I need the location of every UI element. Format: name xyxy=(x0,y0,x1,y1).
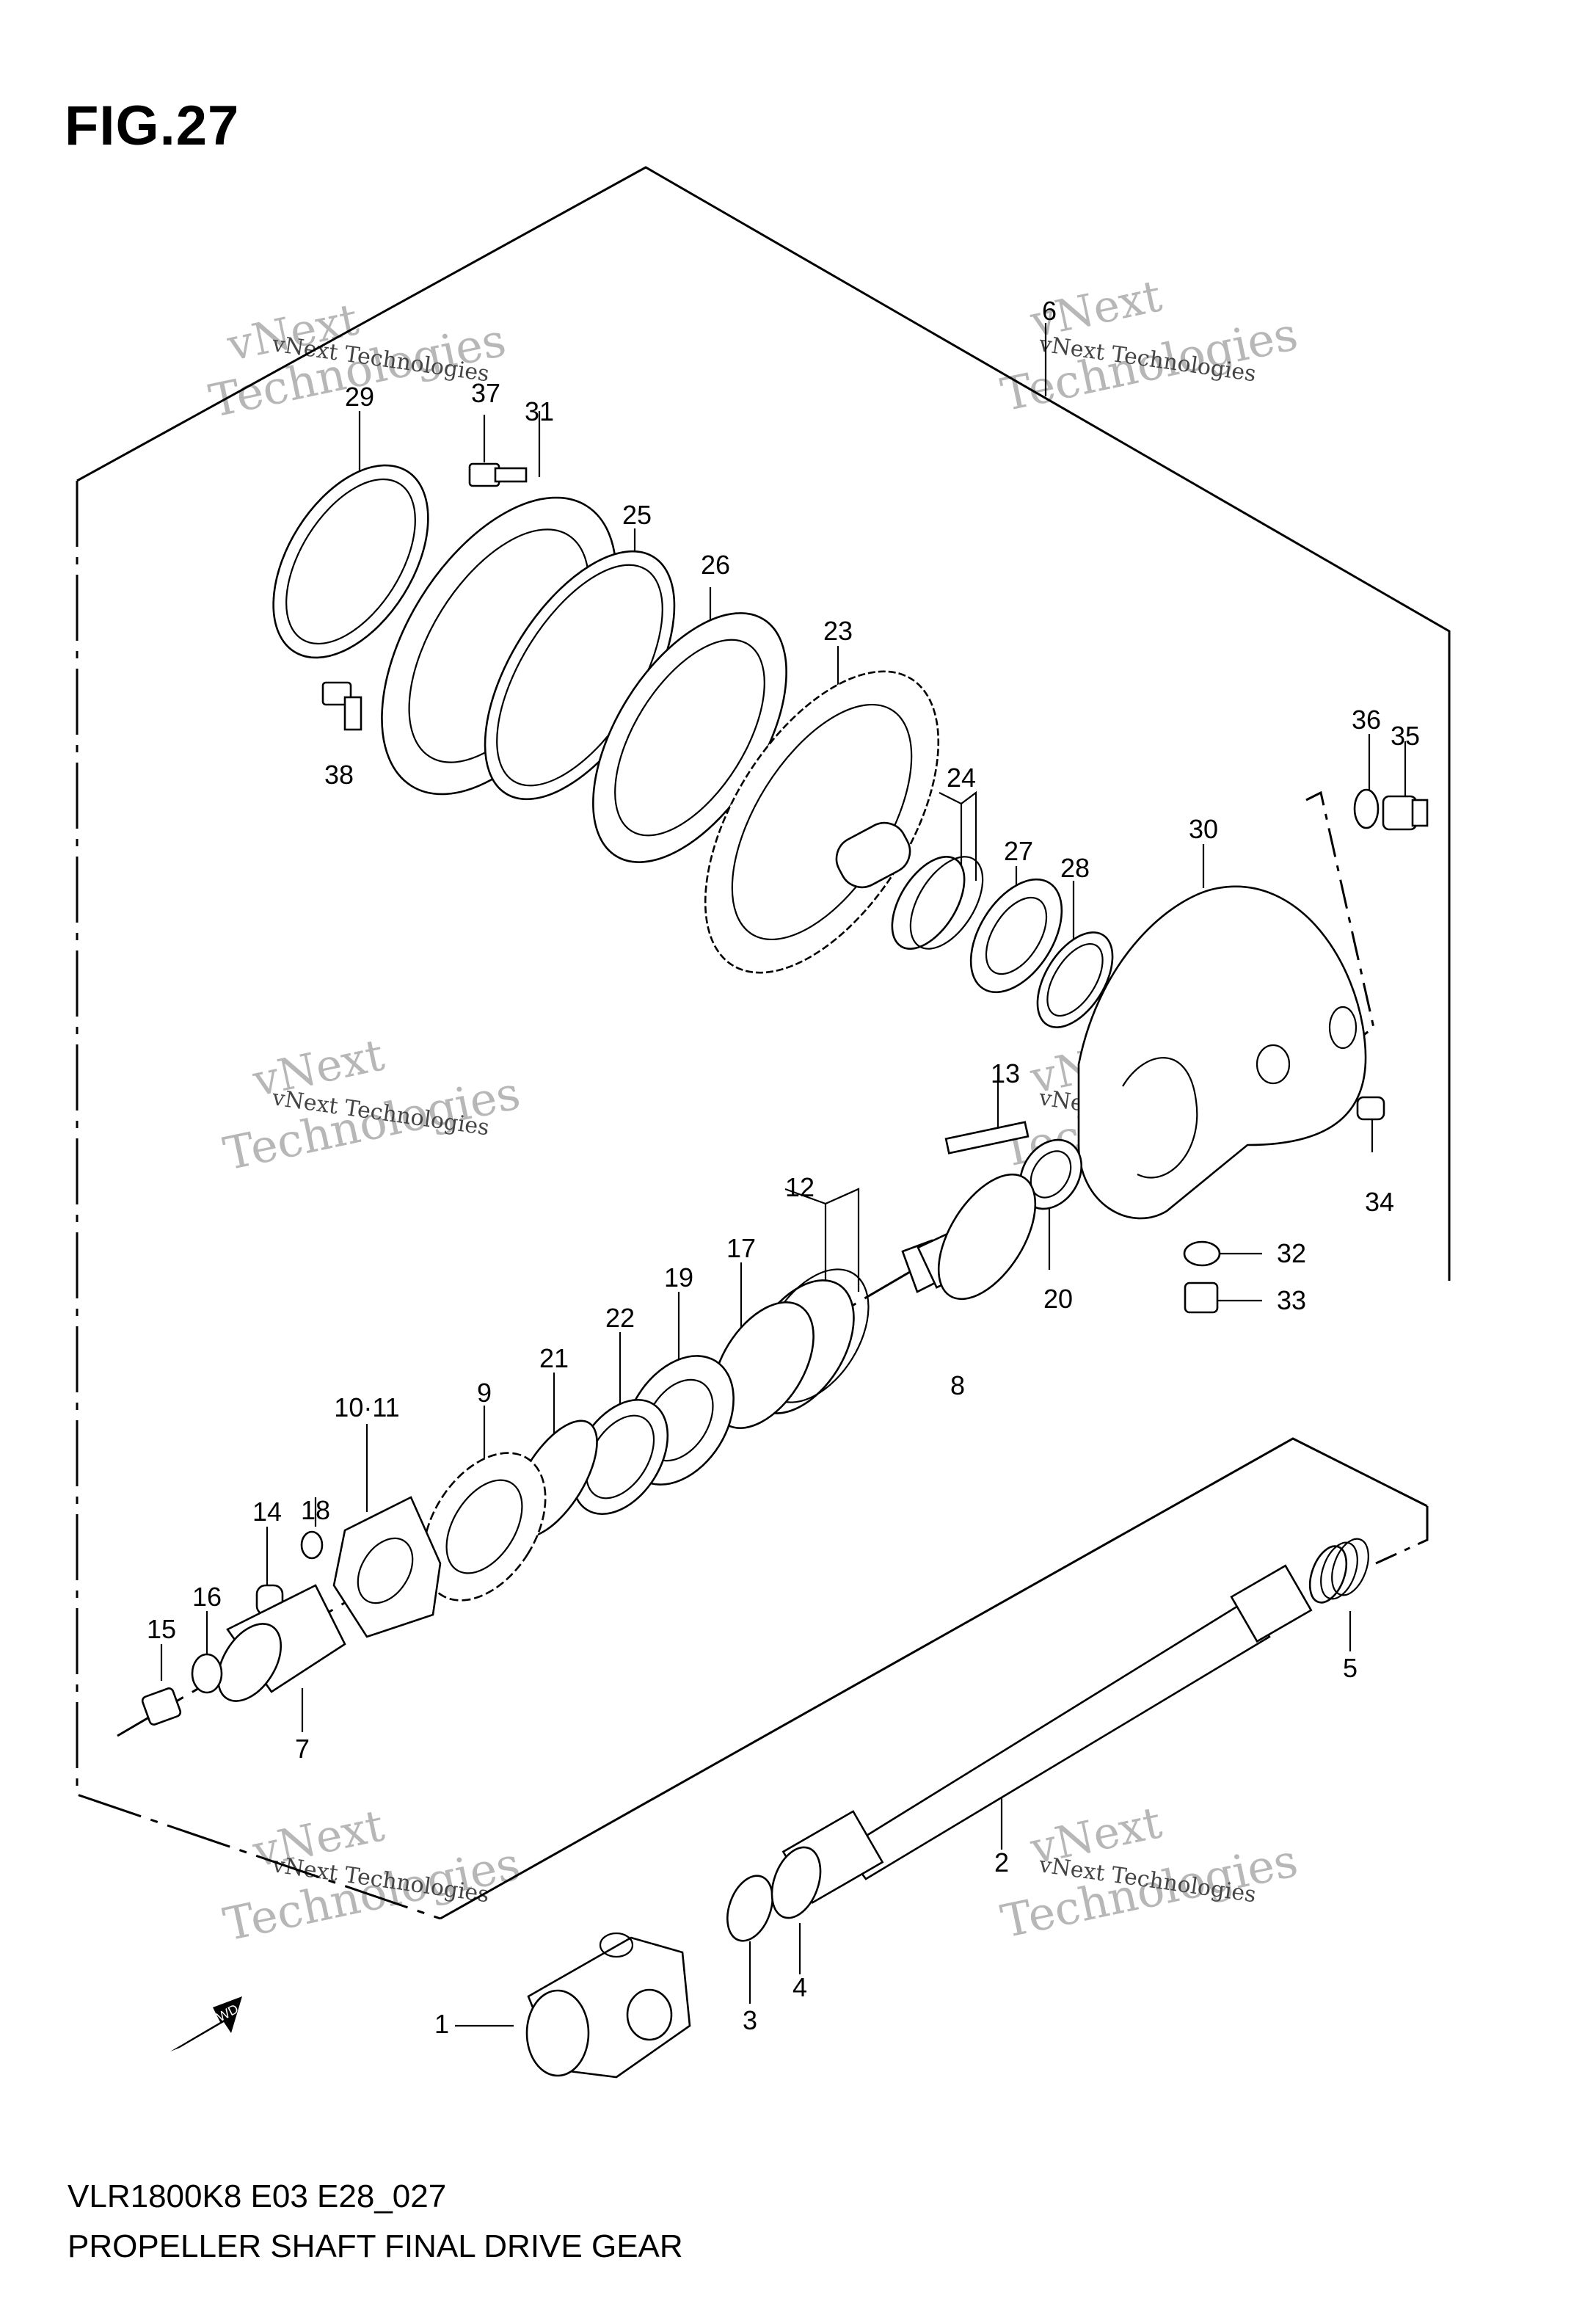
callout-24: 24 xyxy=(947,763,976,793)
watermark: vNext Technologies xyxy=(996,270,1302,421)
part-15-nut xyxy=(141,1687,182,1726)
part-36-gasket xyxy=(1353,788,1380,829)
callout-36: 36 xyxy=(1352,705,1381,735)
part-28-seal xyxy=(1036,931,1114,1028)
callout-5: 5 xyxy=(1343,1653,1358,1683)
callout-33: 33 xyxy=(1277,1285,1306,1315)
callout-31: 31 xyxy=(525,396,554,426)
callout-18: 18 xyxy=(301,1495,330,1525)
callout-27: 27 xyxy=(1004,836,1033,866)
part-24-snap-rings xyxy=(891,856,984,950)
callout-38: 38 xyxy=(324,760,354,790)
callout-14: 14 xyxy=(252,1497,282,1527)
callout-34: 34 xyxy=(1365,1187,1394,1217)
part-3-ring xyxy=(726,1875,773,1942)
callout-30: 30 xyxy=(1189,814,1218,844)
callout-6: 6 xyxy=(1042,296,1057,326)
callout-29: 29 xyxy=(345,382,374,412)
part-10-11-gasket xyxy=(332,1496,442,1638)
part-32-dowel xyxy=(1183,1240,1221,1267)
callout-16: 16 xyxy=(192,1582,222,1612)
callout-10-11: 10·11 xyxy=(334,1392,399,1422)
callout-35: 35 xyxy=(1391,721,1420,751)
callout-25: 25 xyxy=(622,500,652,530)
part-16-washer xyxy=(191,1653,223,1694)
part-13-stud xyxy=(944,1121,1030,1155)
part-9-bearing-case xyxy=(422,1452,547,1602)
callout-3: 3 xyxy=(743,2005,757,2035)
part-5-spring xyxy=(1308,1538,1369,1604)
part-26-bearing xyxy=(592,612,787,863)
callout-15: 15 xyxy=(147,1614,176,1644)
assembly-boundary-left xyxy=(76,481,441,1920)
part-25-shim xyxy=(484,550,676,801)
callout-37: 37 xyxy=(471,378,500,408)
part-18-washer xyxy=(300,1530,324,1560)
watermark: vNext Technologies xyxy=(219,1800,525,1951)
part-34-plug xyxy=(1356,1096,1385,1121)
part-33-bolt xyxy=(1184,1282,1219,1314)
model-code: VLR1800K8 E03 E28_027 xyxy=(68,2178,447,2214)
part-23-ring-gear xyxy=(704,670,940,974)
watermark: vNext Technologies xyxy=(219,1029,525,1180)
callout-7: 7 xyxy=(295,1734,310,1764)
callout-2: 2 xyxy=(994,1847,1009,1877)
part-1-universal-joint xyxy=(525,1932,691,2079)
part-7-coupling xyxy=(216,1584,346,1702)
part-4-circlip xyxy=(770,1846,822,1919)
assembly-boundary-top xyxy=(76,166,1451,1281)
part-27-bearing xyxy=(969,878,1063,994)
fwd-arrow: FWD xyxy=(170,1996,242,2051)
watermark: vNext Technologies xyxy=(996,1797,1302,1948)
leader-lines xyxy=(160,323,1407,2027)
part-37-bolt xyxy=(468,462,528,487)
callout-32: 32 xyxy=(1277,1238,1306,1268)
part-35-plug xyxy=(1382,795,1429,831)
callout-19: 19 xyxy=(664,1262,693,1293)
callout-17: 17 xyxy=(726,1233,756,1263)
callout-4: 4 xyxy=(792,1972,807,2002)
callout-26: 26 xyxy=(701,550,730,580)
part-20-bearing xyxy=(1019,1138,1083,1210)
part-38-bolt xyxy=(321,681,362,731)
figure-description: PROPELLER SHAFT FINAL DRIVE GEAR xyxy=(68,2228,683,2264)
part-8-pinion-gear xyxy=(901,1173,1037,1301)
callout-20: 20 xyxy=(1043,1284,1073,1314)
callout-13: 13 xyxy=(991,1058,1020,1088)
callout-23: 23 xyxy=(823,616,853,646)
callout-1: 1 xyxy=(434,2009,449,2039)
part-29-oil-seal xyxy=(272,464,429,659)
assembly-boundary-right-small xyxy=(1375,1506,1429,1565)
callout-labels: 1 2 3 4 5 6 7 8 9 10·11 12 13 14 15 16 1… xyxy=(147,296,1420,2039)
callout-8: 8 xyxy=(950,1370,965,1400)
callout-28: 28 xyxy=(1060,853,1090,883)
assembly-boundary-bottom xyxy=(440,1437,1428,1920)
callout-12: 12 xyxy=(785,1172,815,1202)
callout-22: 22 xyxy=(605,1303,635,1333)
callout-9: 9 xyxy=(477,1378,492,1408)
figure-title: FIG.27 xyxy=(65,95,240,157)
callout-21: 21 xyxy=(539,1343,569,1373)
part-30-gear-case xyxy=(1077,885,1367,1220)
